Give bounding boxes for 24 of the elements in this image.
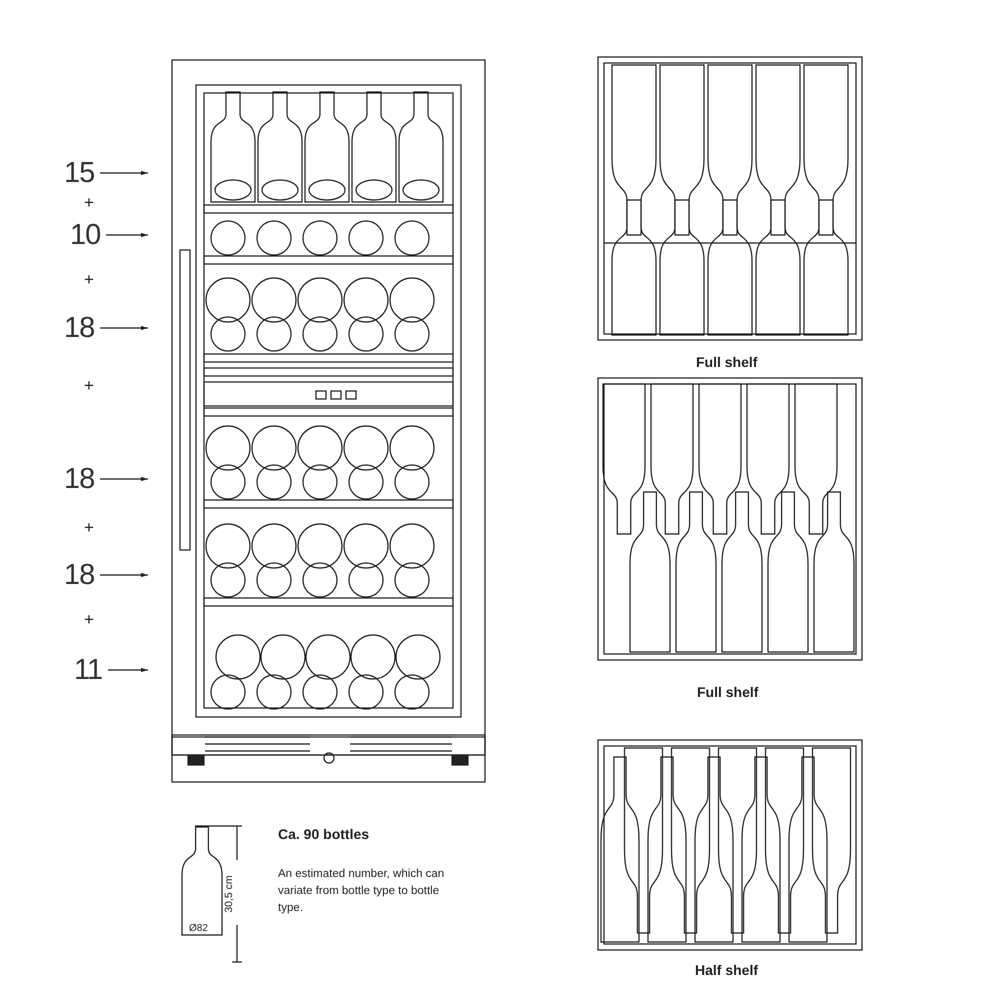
shelf-capacity-number: 18 — [64, 313, 94, 343]
dimension-label: 30,5 cm — [223, 873, 235, 915]
heading: Ca. 90 bottles — [278, 826, 370, 842]
plus-sign: + — [84, 518, 94, 538]
caption: Full shelf — [697, 684, 758, 700]
note: An estimated number, which can variate from bottle type to bottle type. — [278, 867, 446, 916]
plus-sign: + — [84, 376, 94, 396]
caption: Half shelf — [695, 962, 758, 978]
caption: Full shelf — [696, 354, 758, 370]
shelf-capacity-number: 15 — [64, 158, 94, 188]
shelf-capacity-number: 10 — [70, 220, 100, 250]
arrow — [100, 326, 148, 330]
arrow — [100, 572, 148, 578]
plus-sign: + — [84, 193, 94, 213]
diameter-label: Ø82 — [189, 923, 208, 934]
arrow — [108, 668, 148, 672]
arrow — [100, 476, 148, 482]
arrow — [100, 170, 148, 176]
shelf-capacity-number: 18 — [64, 560, 94, 590]
plus-sign: + — [84, 270, 94, 290]
shelf-capacity-number: 11 — [74, 655, 102, 685]
shelf-capacity-number: 18 — [64, 464, 94, 494]
plus-sign: + — [84, 610, 94, 630]
arrow — [106, 232, 148, 238]
